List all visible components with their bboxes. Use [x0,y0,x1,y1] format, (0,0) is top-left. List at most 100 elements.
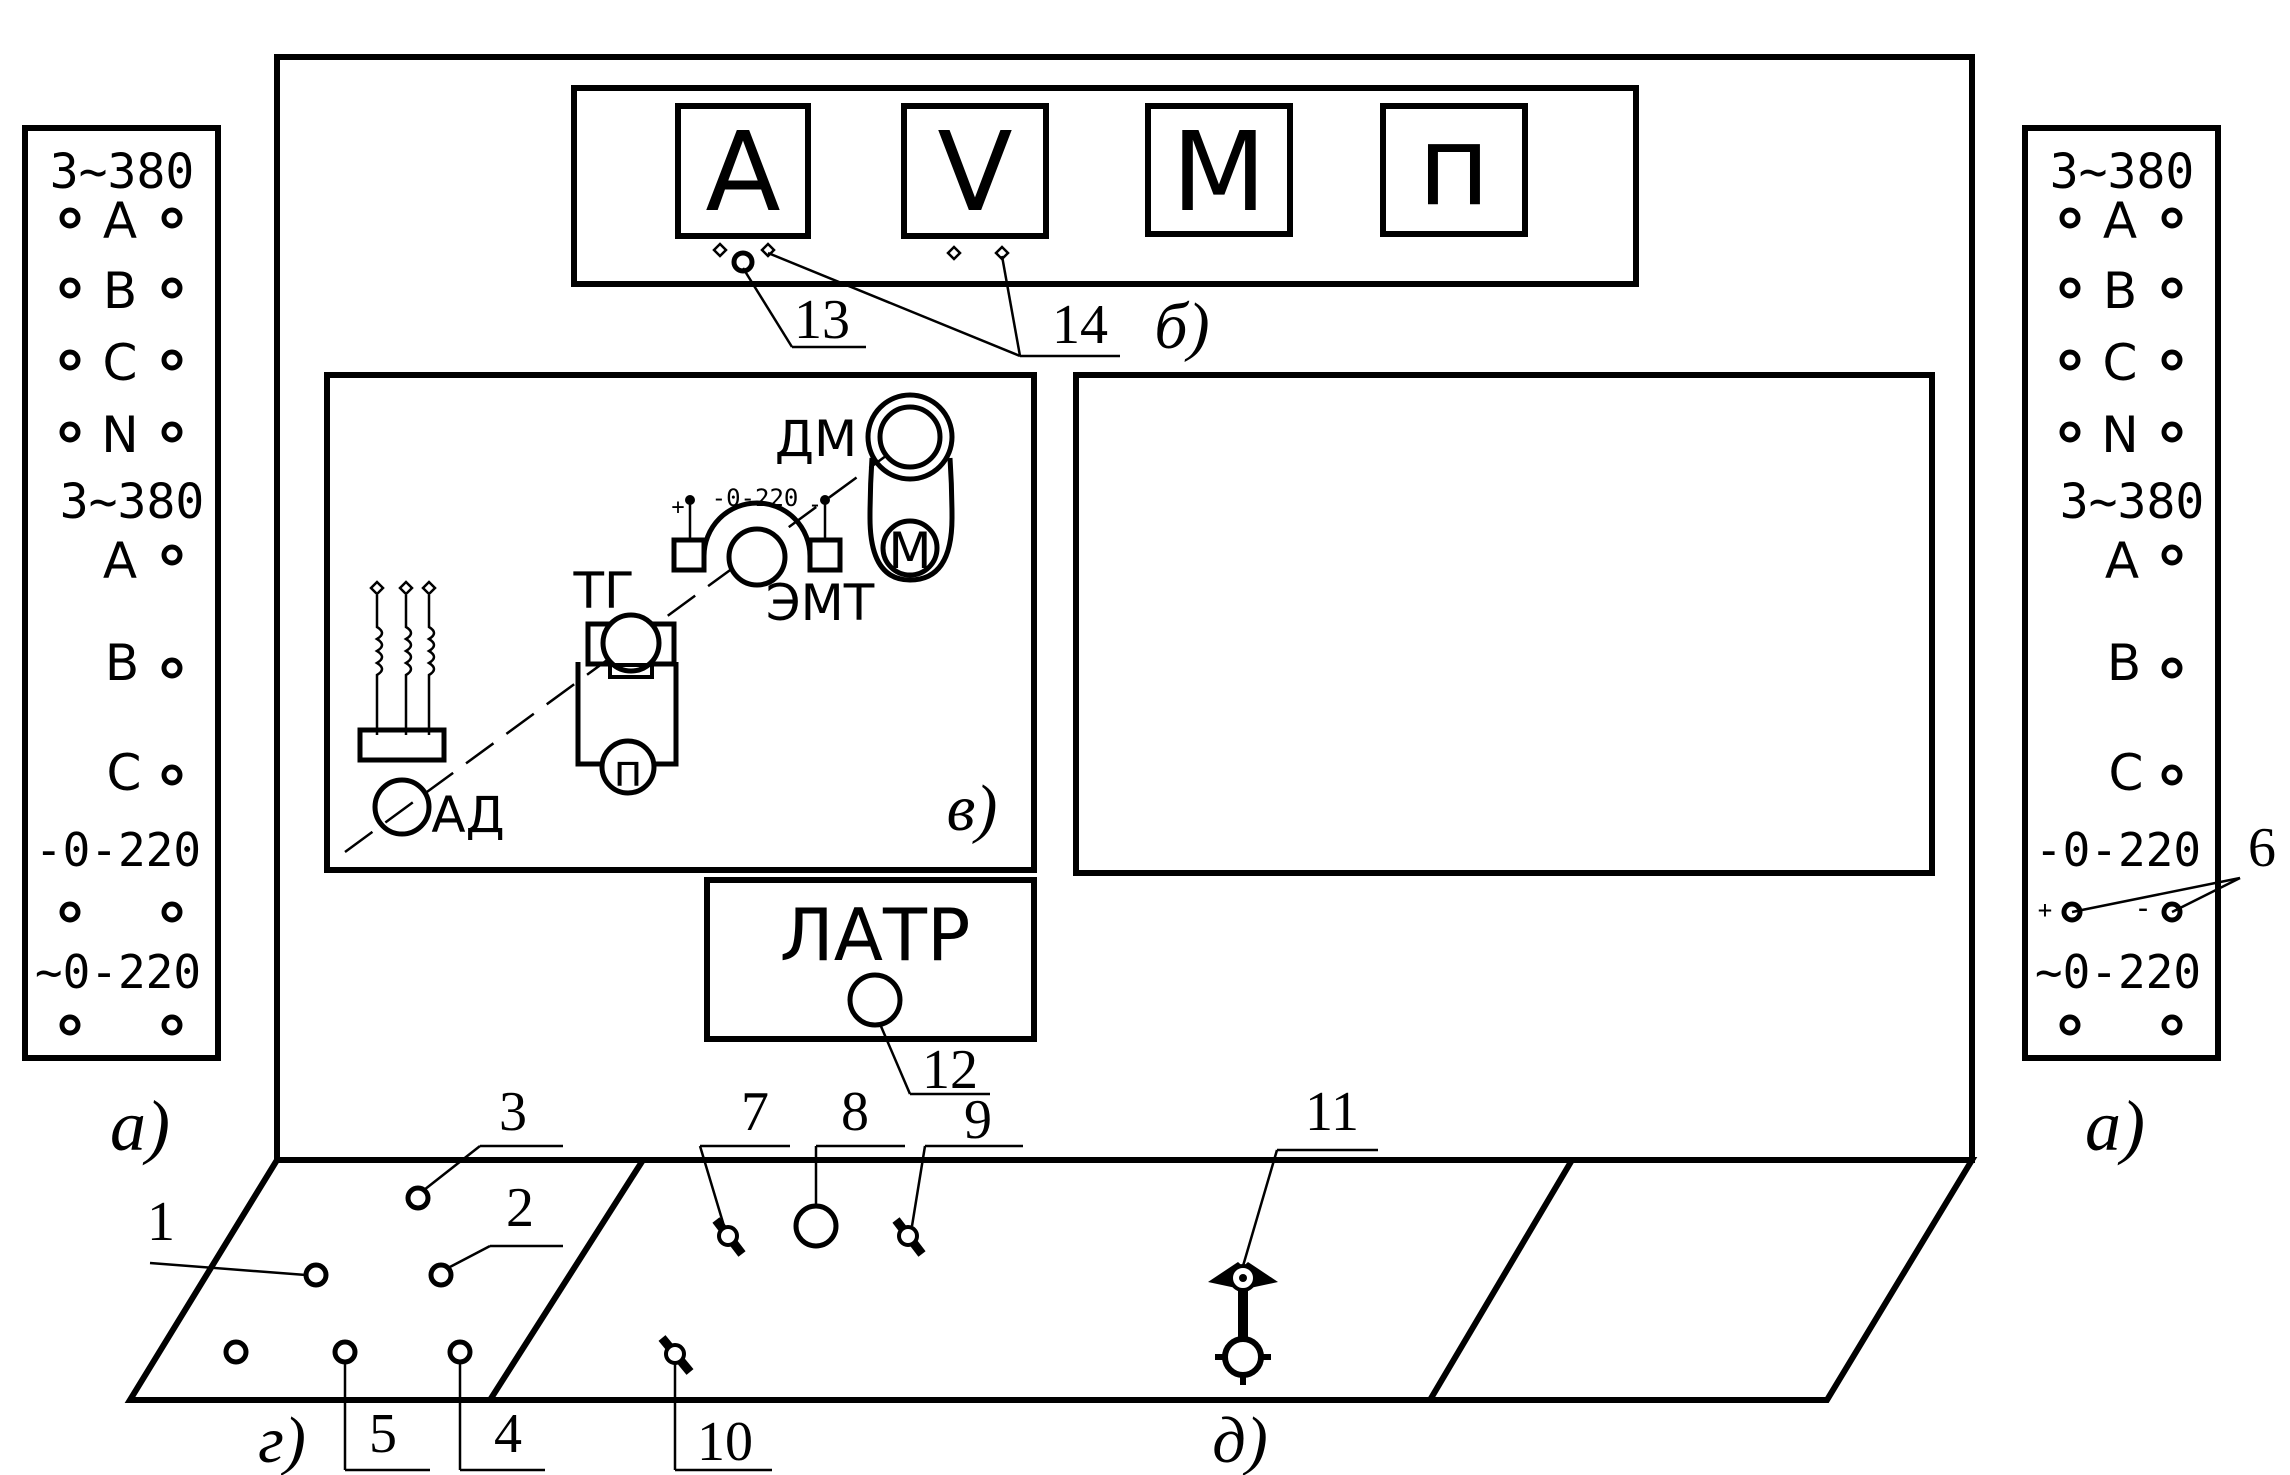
toggle-switch-7[interactable] [712,1217,746,1257]
socket-icon[interactable] [59,277,81,299]
leader-line [767,251,1021,358]
socket-icon[interactable] [2059,349,2081,371]
callout-11: 11 [1305,1081,1359,1143]
svg-text:B: B [2103,262,2137,320]
socket-icon[interactable] [2161,277,2183,299]
callout-1: 1 [147,1191,175,1253]
plus-sign: + [2038,896,2052,924]
dc-label: -0-220 [2035,823,2201,877]
control-desk: 1 2 3 4 5 г) 7 8 [124,1081,1978,1475]
socket-icon[interactable] [2059,421,2081,443]
socket-icon[interactable] [161,277,183,299]
socket-icon[interactable] [2161,207,2183,229]
scheme-panel [324,372,1037,873]
panel-header-2: 3~380 [2060,474,2205,530]
callout-4: 4 [494,1403,522,1465]
callout-13: 13 [794,289,850,351]
ac-label: ~0-220 [35,945,201,999]
socket-icon[interactable] [59,1014,81,1036]
socket-icon[interactable] [59,901,81,923]
blank-panel [1073,372,1935,876]
lamp-1 [303,1262,329,1288]
svg-text:B: B [2107,634,2141,692]
callout-7: 7 [741,1081,769,1143]
terminal-panel-left: 3~380 A B C N 3~380 A B C -0-220 [22,125,221,1061]
socket-icon[interactable] [161,1014,183,1036]
induction-motor-icon [372,777,432,837]
socket-icon[interactable] [2161,764,2183,786]
leader-line [910,1145,927,1227]
socket-icon[interactable] [2059,207,2081,229]
socket-icon[interactable] [59,207,81,229]
svg-text:A: A [103,192,137,250]
socket-icon[interactable] [59,349,81,371]
panel-header-2: 3~380 [60,474,205,530]
rotary-switch-11[interactable] [1208,1262,1278,1385]
fuse-icon[interactable] [731,250,755,274]
callout-14: 14 [1052,294,1108,356]
lamp-4 [447,1339,473,1365]
socket-icon[interactable] [161,421,183,443]
latr-label: ЛАТР [780,893,971,977]
leader-line [1000,255,1022,357]
phase-row-b: B [59,262,183,320]
leader-line [878,1023,912,1095]
socket-icon[interactable] [2161,657,2183,679]
svg-text:A: A [2103,192,2137,250]
view-letter-v: в) [947,772,998,845]
svg-text:C: C [2109,744,2144,802]
leader-line [741,267,794,348]
panel-header: 3~380 [50,144,195,200]
label-dm: ДМ [775,410,857,468]
socket-icon[interactable] [161,764,183,786]
socket-icon[interactable] [161,901,183,923]
toggle-switch-9[interactable] [892,1217,926,1257]
socket-icon[interactable] [2161,349,2183,371]
socket-icon[interactable] [161,207,183,229]
label-tg: ТГ [572,562,634,620]
ammeter: A [675,103,811,239]
socket-icon[interactable] [161,349,183,371]
svg-text:N: N [101,406,138,464]
callout-9: 9 [964,1089,992,1151]
view-letter-b: б) [1154,290,1209,363]
svg-text:A: A [103,532,137,590]
phase-row-c: C [59,334,183,392]
indicator-lamp-8 [793,1203,839,1249]
socket-icon[interactable] [2161,421,2183,443]
meter-panel [571,85,1639,287]
balance-motor-icon: М [865,392,955,583]
svg-text:-: - [808,490,822,518]
svg-text:A: A [2105,532,2139,590]
terminal-icon [760,242,776,258]
socket-icon[interactable] [59,421,81,443]
socket-icon[interactable] [161,657,183,679]
torque-meter: M [1145,103,1293,237]
label-ad: АД [431,786,504,844]
svg-text:C: C [2103,334,2138,392]
socket-icon[interactable] [2059,277,2081,299]
latr-knob[interactable] [847,972,903,1028]
socket-icon[interactable] [2061,901,2083,923]
callout-6: 6 [2248,817,2276,879]
view-letter-g: г) [258,1404,306,1475]
leader-line [447,1244,491,1270]
leader-line [423,1145,481,1191]
socket-icon[interactable] [161,544,183,566]
svg-text:N: N [2101,406,2138,464]
panel-header: 3~380 [2050,144,2195,200]
svg-text:C: C [107,744,142,802]
socket-icon[interactable] [2161,544,2183,566]
leader-line [2171,876,2241,914]
toggle-switch-10[interactable] [658,1335,694,1375]
label-dc: -0-220 [712,484,799,512]
label-emt: ЭМТ [766,574,875,632]
socket-icon[interactable] [2161,1014,2183,1036]
view-letter-d: д) [1212,1404,1267,1475]
terminal-icon [712,242,728,258]
lamp-5 [332,1339,358,1365]
callout-5: 5 [369,1403,397,1465]
socket-icon[interactable] [2161,901,2183,923]
socket-icon[interactable] [2059,1014,2081,1036]
svg-text:B: B [105,634,139,692]
